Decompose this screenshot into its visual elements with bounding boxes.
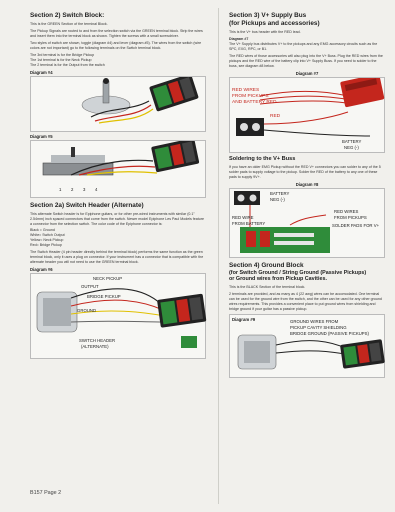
color-red: Red= Bridge Pickup <box>30 243 62 248</box>
label-alternate: (ALTERNATE) <box>81 344 109 350</box>
diagram-9: Diagram #9 GROUND WIRES FROM PICKUP CAVI… <box>229 313 385 378</box>
section-2-sub: This is the GREEN Section of the termina… <box>30 22 108 26</box>
soldering-title: Soldering to the V+ Buss <box>229 155 296 162</box>
diagram-8: BATTERY NEG (-) RED WIRE FROM BATTERY RE… <box>229 187 385 258</box>
label-output: OUTPUT <box>81 284 99 290</box>
section-2-p3: Two styles of switch are shown, toggle (… <box>30 40 202 50</box>
label-red: RED <box>270 113 281 119</box>
diagram-6: NECK PICKUP OUTPUT BRIDGE PICKUP GROUND … <box>30 273 207 360</box>
diagram-5: 1 2 3 4 <box>30 137 206 198</box>
label-switch-header: SWITCH HEADER <box>79 338 116 344</box>
section-3-title: Section 3) V+ Supply Bus <box>229 12 307 19</box>
label-ground-wires: GROUND WIRES FROM <box>290 318 339 324</box>
label-red-wire: RED WIRE <box>232 214 254 220</box>
diagram-4-label: Diagram #4 <box>30 69 53 75</box>
label-cavity-shielding: PICKUP CAVITY SHIELDING <box>290 324 347 330</box>
terminal-2-note: The 2 terminal is for the Output from th… <box>30 62 105 67</box>
label-battery-neg: NEG (-) <box>344 144 359 150</box>
section-2-title: Section 2) Switch Block: <box>30 12 105 19</box>
switch-num-4: 4 <box>95 186 98 192</box>
diagram-7-label: Diagram #7 <box>295 70 319 76</box>
section-4-subtitle-2: or Ground wires from Pickup Cavities. <box>229 276 327 283</box>
label-ground: GROUND <box>77 308 97 314</box>
ground-block-illustration <box>237 334 385 370</box>
diagram-4 <box>30 73 206 132</box>
label-battery: BATTERY <box>342 138 362 144</box>
left-column: Section 2) Switch Block: This is the GRE… <box>30 12 207 360</box>
switch-num-2: 2 <box>71 186 74 192</box>
label-from-pickups: FROM PICKUPS <box>232 93 269 99</box>
diagram-5-label: Diagram #5 <box>30 133 53 139</box>
color-white: White= Switch Output <box>30 233 65 238</box>
lever-switch-wiring-illustration <box>42 137 200 176</box>
label-and-battery-red: AND BATTERY RED <box>232 99 277 105</box>
diagram-7: RED WIRES FROM PICKUPS AND BATTERY RED R… <box>229 73 385 153</box>
section-3-sub: This is the V+ bus header with the RED l… <box>229 30 301 34</box>
page-footer: B157 Page 2 <box>30 490 62 496</box>
section-2a-p1: This alternate Switch header is for Epip… <box>30 211 204 226</box>
column-divider <box>218 8 219 504</box>
soldering-p1: If you have an older EMG Pickup without … <box>229 164 381 179</box>
section-4-sub: This is the BLACK Section of the termina… <box>229 285 306 290</box>
v-plus-bus-illustration <box>236 73 385 137</box>
label-from-pickups: FROM PICKUPS <box>334 214 367 220</box>
color-black: Black = Ground <box>30 228 55 233</box>
label-battery: BATTERY <box>270 190 290 196</box>
label-solder-pads: SOLDER PADS FOR V+ <box>332 222 380 228</box>
section-3-subtitle: (for Pickups and accessories) <box>229 20 320 27</box>
label-bridge-ground: BRIDGE GROUND (PASSIVE PICKUPS) <box>290 330 369 336</box>
label-battery-neg: NEG (-) <box>270 196 285 202</box>
terminal-3-note: The 3rd terminal is for the Bridge Picku… <box>30 52 95 57</box>
switch-header-wiring-illustration <box>36 288 207 349</box>
section-2a-title: Section 2a) Switch Header (Alternate) <box>30 201 144 209</box>
terminal-1-note: The 1st terminal is for the Neck Pickup <box>30 57 92 62</box>
diagram-6-label: Diagram #6 <box>30 267 53 273</box>
section-3-p1: The V+ Supply bus distributes V+ to the … <box>229 41 378 51</box>
diagram-8-label: Diagram #8 <box>295 181 319 187</box>
label-bridge-pickup: BRIDGE PICKUP <box>87 294 121 300</box>
label-from-battery: FROM BATTERY <box>232 220 266 226</box>
section-4-p1: 2 terminals are provided, and as many as… <box>229 291 382 311</box>
section-4-title: Section 4) Ground Block <box>229 261 304 269</box>
label-neck-pickup: NECK PICKUP <box>93 276 123 282</box>
section-2a-p2: The Switch Header (4 pin header directly… <box>30 250 204 265</box>
section-4-subtitle-1: (for Switch Ground / String Ground (Pass… <box>229 269 367 276</box>
toggle-switch-wiring-illustration <box>81 73 199 124</box>
color-yellow: Yellow= Neck Pickup <box>30 238 64 243</box>
section-2-p2: The Pickup Signals are routed to and fro… <box>30 28 203 38</box>
right-column: Section 3) V+ Supply Bus (for Pickups an… <box>229 12 385 378</box>
solder-pad-illustration <box>234 190 330 253</box>
label-red-wires: RED WIRES <box>334 208 359 214</box>
section-3-p2: The RED wires of those accessories will … <box>229 53 383 68</box>
switch-num-1: 1 <box>59 186 62 192</box>
switch-num-3: 3 <box>83 186 86 192</box>
diagram-9-label: Diagram #9 <box>232 316 256 322</box>
label-red-wires: RED WIRES <box>232 87 260 93</box>
section-3-diagram-ref: Diagram #7 <box>229 36 249 41</box>
